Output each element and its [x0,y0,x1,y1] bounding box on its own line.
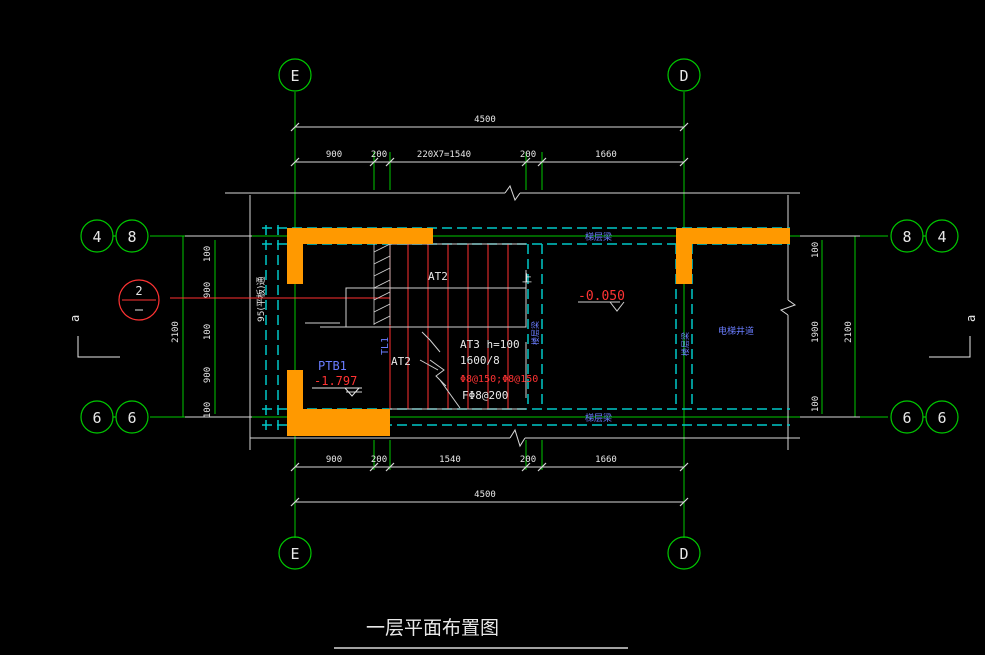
dim-bot-1660: 1660 [595,455,617,465]
axis-bubble-d-top[interactable] [667,58,701,92]
axis-label-right-6a: 6 [902,409,911,427]
label-tl1: TL1 [380,337,391,355]
axis-bubble-e-bottom[interactable] [278,536,312,570]
dim-top-200b: 200 [520,150,536,160]
dimension-ticks [290,122,689,507]
walls [287,228,790,436]
label-rebar-red: Φ8@150;Φ8@150 [460,374,538,385]
label-at2-upper: AT2 [428,270,448,283]
dim-bot-200a: 200 [371,455,387,465]
level-symbols [312,387,362,397]
wall-bottom-left [287,409,390,436]
label-at3: AT3 h=100 [460,338,520,351]
dim-right-100b: 100 [811,396,821,412]
dim-left-2100: 2100 [171,321,181,343]
axis-lines [150,92,888,538]
label-beam-bottom: 梯层梁 [585,412,612,424]
axis-label-e-bottom: E [290,545,299,563]
dim-top-200a: 200 [371,150,387,160]
label-up: 上 [522,273,532,285]
label-at2-lower: AT2 [391,355,411,368]
label-left-wall-note: 95(平板)通 [255,277,267,322]
label-at3-spec: 1600/8 [460,354,500,367]
dim-left-100c: 100 [203,402,213,418]
section-mark-right: a [964,315,978,322]
dim-left-900a: 900 [203,282,213,298]
wall-hatch [373,243,391,325]
label-level-mid: -0.050 [578,289,625,304]
dim-right-100a: 100 [811,242,821,258]
axis-label-left-8: 8 [127,228,136,246]
dim-top-900: 900 [326,150,342,160]
axis-bubbles [80,58,959,570]
axis-label-left-6b: 6 [127,409,136,427]
dim-top-stair: 220X7=1540 [417,150,471,160]
section-cut-marks [77,336,971,358]
axis-label-d-top: D [679,67,688,85]
label-rebar-white: FΦ8@200 [462,389,508,402]
section-marker[interactable]: 2 [118,279,160,321]
label-elevator: 电梯井道 [718,325,754,337]
dim-right-2100: 2100 [844,321,854,343]
label-beam-top: 梯层梁 [585,231,612,243]
axis-bubble-e-top[interactable] [278,58,312,92]
wall-top-left [287,228,433,244]
dim-bot-900: 900 [326,455,342,465]
dimension-lines [185,126,860,503]
wall-right-col [676,228,692,284]
dim-left-900b: 900 [203,367,213,383]
dim-bot-200b: 200 [520,455,536,465]
axis-label-right-4: 4 [937,228,946,246]
axis-label-right-8: 8 [902,228,911,246]
axis-label-left-4: 4 [92,228,101,246]
axis-bubble-d-bottom[interactable] [667,536,701,570]
axis-label-d-bottom: D [679,545,688,563]
section-number: 2 [135,284,142,298]
label-vbeam1: 楼层梁 [530,321,540,345]
label-ptb1: PTB1 [318,359,347,373]
dim-right-1900: 1900 [811,321,821,343]
label-level-left: -1.797 [314,374,357,388]
axis-label-right-6b: 6 [937,409,946,427]
dim-bot-total: 4500 [474,490,496,500]
dim-left-100a: 100 [203,246,213,262]
section-mark-left: a [68,315,82,322]
dim-bot-1540: 1540 [439,455,461,465]
dim-left-100b: 100 [203,324,213,340]
axis-label-e-top: E [290,67,299,85]
wall-top-right [676,228,790,244]
wall-left-upper [287,228,303,284]
section-bubble[interactable] [118,279,160,321]
dim-top-total: 4500 [474,115,496,125]
dim-top-1660: 1660 [595,150,617,160]
label-vbeam2: 楼层梁 [680,332,690,356]
drawing-title: 一层平面布置图 [366,617,499,639]
axis-label-left-6a: 6 [92,409,101,427]
